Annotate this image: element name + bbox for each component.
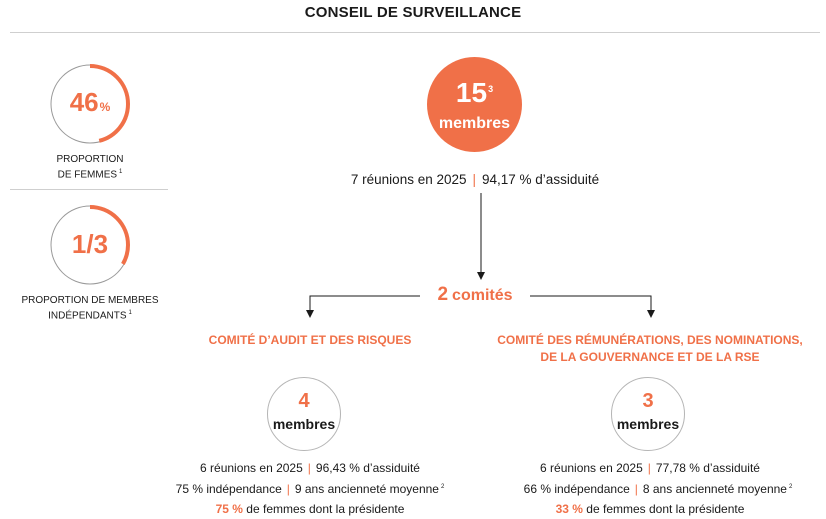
independent-proportion-ring: 1/3 bbox=[49, 204, 131, 286]
board-stats: 7 réunions en 2025|94,17 % d’assiduité bbox=[350, 172, 600, 187]
left-divider bbox=[10, 189, 168, 190]
remuneration-committee-stats-3: 33 % de femmes dont la présidente bbox=[555, 502, 745, 516]
board-members-circle: 153 membres bbox=[427, 57, 522, 152]
ring-graphic bbox=[50, 205, 130, 285]
board-members-label: membres bbox=[438, 115, 511, 132]
remuneration-committee-title: COMITÉ DES RÉMUNÉRATIONS, DES NOMINATION… bbox=[497, 333, 803, 364]
left-branch-arrow bbox=[306, 295, 420, 318]
remuneration-committee-stats-2: 66 % indépendance|8 ans ancienneté moyen… bbox=[523, 482, 793, 496]
audit-committee-title: COMITÉ D’AUDIT ET DES RISQUES bbox=[208, 333, 412, 347]
remuneration-committee-stats-1: 6 réunions en 2025|77,78 % d’assiduité bbox=[540, 461, 760, 475]
women-proportion-ring: 46% bbox=[49, 63, 131, 145]
women-proportion-value: 46% bbox=[69, 87, 111, 117]
audit-committee-members-circle: 4 membres bbox=[267, 377, 341, 451]
remuneration-committee-members-circle: 3 membres bbox=[611, 377, 685, 451]
ring-graphic bbox=[50, 64, 130, 144]
title-divider bbox=[10, 32, 820, 33]
audit-committee-stats-3: 75 % de femmes dont la présidente bbox=[215, 502, 405, 516]
right-branch-arrow bbox=[530, 295, 655, 318]
ring-arc bbox=[50, 64, 130, 144]
page-title: CONSEIL DE SURVEILLANCE bbox=[304, 4, 522, 21]
audit-committee-stats-1: 6 réunions en 2025|96,43 % d’assiduité bbox=[200, 461, 420, 475]
audit-committee-stats-2: 75 % indépendance|9 ans ancienneté moyen… bbox=[175, 482, 445, 496]
ring-arc bbox=[50, 205, 130, 285]
board-members-count: 153 bbox=[455, 77, 494, 108]
independent-proportion-value: 1/3 bbox=[71, 229, 109, 259]
